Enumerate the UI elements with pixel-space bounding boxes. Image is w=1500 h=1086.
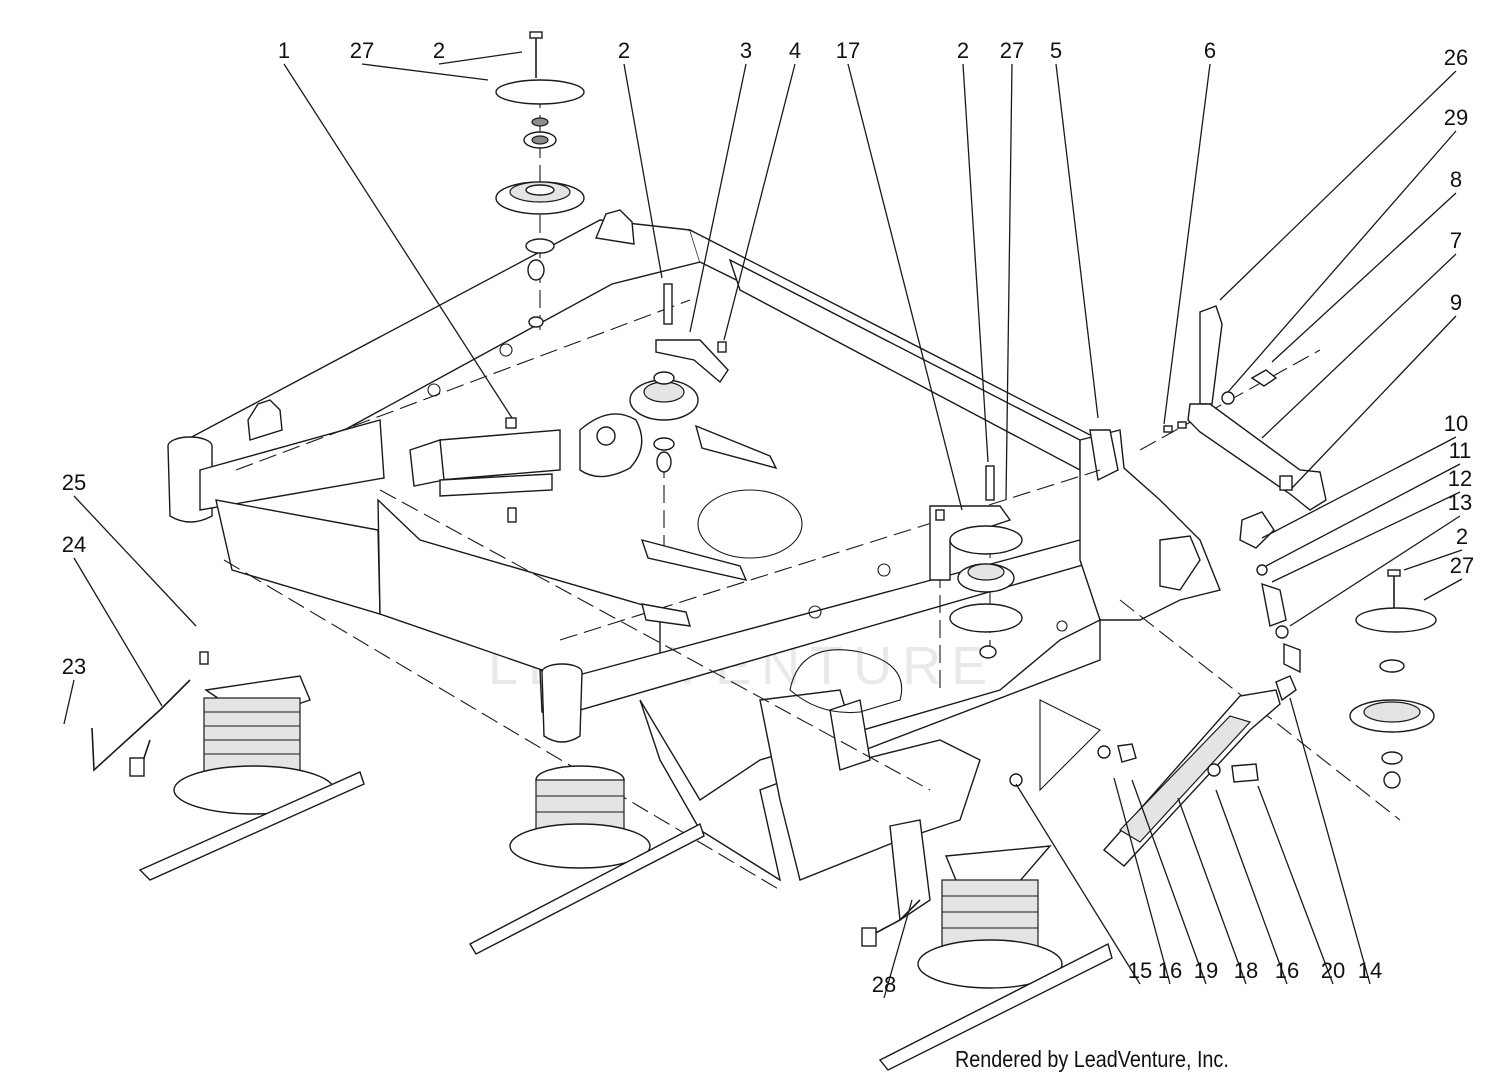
pulley-stack-right bbox=[1349, 569, 1437, 789]
callout-label-2: 2 bbox=[957, 38, 969, 63]
leader-line-2 bbox=[623, 63, 663, 279]
leader-line-1 bbox=[283, 63, 513, 419]
connector-24 bbox=[129, 757, 145, 777]
callout-label-10: 10 bbox=[1444, 411, 1468, 436]
pulley-stack-left bbox=[495, 31, 585, 328]
callout-label-2: 2 bbox=[1456, 524, 1468, 549]
callout-label-25: 25 bbox=[62, 470, 86, 495]
callout-label-27: 27 bbox=[1450, 553, 1474, 578]
callout-label-2: 2 bbox=[433, 38, 445, 63]
harness-28 bbox=[869, 899, 921, 937]
callout-label-16: 16 bbox=[1158, 958, 1182, 983]
leader-line-9 bbox=[1291, 315, 1457, 489]
callout-label-28: 28 bbox=[872, 972, 896, 997]
leader-line-8 bbox=[1271, 192, 1457, 363]
spindle-left bbox=[138, 651, 365, 881]
leader-line-3 bbox=[689, 63, 747, 333]
callout-label-27: 27 bbox=[350, 38, 374, 63]
callout-label-27: 27 bbox=[1000, 38, 1024, 63]
leader-line-19 bbox=[1131, 779, 1207, 985]
leader-line-17 bbox=[847, 63, 963, 511]
callout-label-4: 4 bbox=[789, 38, 801, 63]
leader-line-20 bbox=[1257, 785, 1334, 985]
leader-line-2 bbox=[962, 63, 989, 463]
callout-label-24: 24 bbox=[62, 532, 86, 557]
leader-line-25 bbox=[73, 495, 197, 627]
side-deflector bbox=[1009, 689, 1281, 867]
height-adjust-rod bbox=[1239, 475, 1301, 702]
leader-line-5 bbox=[1055, 63, 1099, 419]
callout-label-26: 26 bbox=[1444, 45, 1468, 70]
leader-line-18 bbox=[1177, 797, 1247, 985]
leader-line-27 bbox=[1005, 63, 1013, 501]
leader-line-28 bbox=[883, 899, 913, 999]
lift-lever bbox=[1163, 305, 1327, 511]
credit-text: Rendered by LeadVenture, Inc. bbox=[955, 1046, 1229, 1072]
callout-label-17: 17 bbox=[836, 38, 860, 63]
callout-label-6: 6 bbox=[1204, 38, 1216, 63]
callout-label-5: 5 bbox=[1050, 38, 1062, 63]
callout-label-9: 9 bbox=[1450, 290, 1462, 315]
callout-label-20: 20 bbox=[1321, 958, 1345, 983]
callout-label-11: 11 bbox=[1449, 438, 1472, 463]
callout-label-12: 12 bbox=[1448, 466, 1472, 491]
callout-label-16: 16 bbox=[1275, 958, 1299, 983]
callout-label-3: 3 bbox=[740, 38, 752, 63]
leader-line-27 bbox=[1423, 578, 1463, 601]
leader-line-27 bbox=[361, 63, 489, 81]
leader-line-23 bbox=[63, 679, 75, 725]
callout-label-8: 8 bbox=[1450, 167, 1462, 192]
harness-24 bbox=[91, 679, 191, 772]
callout-label-7: 7 bbox=[1450, 228, 1462, 253]
leader-line-13 bbox=[1289, 515, 1461, 627]
callout-label-18: 18 bbox=[1234, 958, 1258, 983]
callout-label-13: 13 bbox=[1448, 490, 1472, 515]
callout-label-14: 14 bbox=[1358, 958, 1382, 983]
leader-line-10 bbox=[1261, 436, 1457, 539]
leader-line-2 bbox=[438, 51, 523, 65]
leader-line-11 bbox=[1265, 463, 1461, 567]
callout-label-23: 23 bbox=[62, 654, 86, 679]
leader-line-29 bbox=[1227, 130, 1457, 393]
leader-line-16 bbox=[1215, 789, 1288, 985]
leader-line-12 bbox=[1271, 491, 1461, 583]
leader-line-14 bbox=[1289, 697, 1371, 985]
callout-label-29: 29 bbox=[1444, 105, 1468, 130]
callout-label-1: 1 bbox=[278, 38, 290, 63]
spindle-right bbox=[878, 819, 1113, 1071]
leader-line-15 bbox=[1015, 783, 1141, 985]
leader-line-26 bbox=[1219, 70, 1457, 301]
spindle-center bbox=[469, 765, 705, 955]
tensioner-assembly bbox=[409, 413, 643, 523]
callout-leaders bbox=[63, 51, 1463, 999]
callout-label-15: 15 bbox=[1128, 958, 1152, 983]
callout-label-2: 2 bbox=[618, 38, 630, 63]
leader-line-6 bbox=[1163, 63, 1211, 425]
callout-label-19: 19 bbox=[1194, 958, 1218, 983]
leader-line-2 bbox=[1403, 549, 1463, 571]
deck-frame bbox=[167, 90, 1401, 891]
idler-stack-right bbox=[929, 465, 1023, 659]
leader-line-24 bbox=[73, 557, 163, 707]
center-idler bbox=[629, 283, 729, 473]
leader-line-16 bbox=[1113, 777, 1171, 985]
leader-line-7 bbox=[1261, 253, 1457, 439]
leader-line-4 bbox=[723, 63, 796, 341]
connector-28 bbox=[861, 927, 877, 947]
